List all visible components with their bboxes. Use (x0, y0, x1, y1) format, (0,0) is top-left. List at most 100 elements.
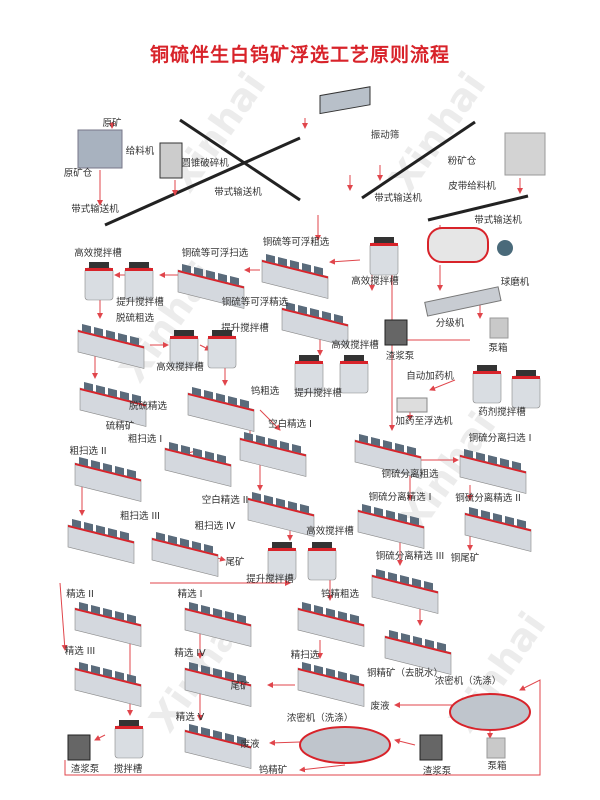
agitation-tank (114, 720, 144, 759)
flotation-cell (79, 381, 147, 427)
equipment-label: 圆锥破碎机 (181, 158, 229, 169)
equipment-label: 精选 V (175, 712, 205, 723)
equipment-label: 带式输送机 (374, 193, 422, 204)
equipment-label: 加药至浮选机 (395, 416, 453, 427)
equipment-label: 废液 (370, 701, 390, 712)
equipment-label: 球磨机 (500, 277, 530, 288)
belt-conveyors (104, 118, 529, 227)
agitation-tank (369, 237, 399, 276)
equipment-label: 提升搅拌槽 (294, 388, 342, 399)
equipment-label: 渣浆泵 (422, 766, 452, 777)
flotation-cell (74, 456, 142, 502)
equipment-label: 粗扫选 II (69, 446, 107, 457)
agitation-tank (339, 355, 369, 394)
flotation-cell (261, 253, 329, 299)
equipment-label: 皮带给料机 (448, 181, 496, 192)
equipment-label: 粗扫选 I (127, 434, 163, 445)
equipment-label: 提升搅拌槽 (221, 323, 269, 334)
equipment-label: 泵箱 (487, 761, 507, 772)
flow-arrow (269, 739, 301, 746)
equipment-label: 钨精矿 (258, 765, 288, 776)
flow-arrow (59, 582, 68, 651)
flotation-cell (281, 301, 349, 347)
diagram-title: 铜硫伴生白钨矿浮选工艺原则流程 (149, 44, 450, 66)
equipment-label: 高效搅拌槽 (74, 248, 122, 259)
flotation-cell (184, 601, 252, 647)
flotation-cell (384, 629, 452, 675)
vibrating-screen (319, 86, 371, 115)
agitation-tank (169, 330, 199, 369)
flow-arrow (394, 738, 416, 746)
equipment-label: 铜硫等可浮扫选 (181, 248, 249, 259)
equipment-label: 粗扫选 IV (194, 521, 236, 532)
flotation-cell (187, 386, 255, 432)
spiral-classifier (424, 286, 502, 317)
equipment-label: 药剂搅拌槽 (478, 407, 526, 418)
slurry-pump (419, 734, 443, 761)
agitation-tank (307, 542, 337, 581)
equipment-label: 铜硫分离精选 III (375, 551, 445, 562)
equipment-label: 原矿仓 (63, 168, 93, 179)
equipment-label: 带式输送机 (71, 204, 119, 215)
equipment-label: 渣浆泵 (385, 351, 415, 362)
flotation-cell (354, 433, 422, 479)
equipment-label: 自动加药机 (406, 371, 454, 382)
slurry-pump (384, 319, 408, 346)
equipment-label: 铜硫分离粗选 (381, 469, 439, 480)
cone-crusher (159, 142, 183, 179)
equipment-label: 高效搅拌槽 (351, 276, 399, 287)
equipment-label: 铜硫等可浮精选 (221, 297, 289, 308)
flotation-cell (239, 431, 307, 477)
flow-arrow (94, 734, 106, 741)
equipment-layer (67, 86, 546, 769)
agitation-tank (207, 330, 237, 369)
fine-ore-bin (504, 132, 546, 176)
equipment-label: 高效搅拌槽 (306, 526, 354, 537)
raw-ore-bin (77, 129, 123, 169)
flotation-cell (297, 661, 365, 707)
equipment-label: 提升搅拌槽 (116, 297, 164, 308)
equipment-label: 铜硫分离扫选 I (468, 433, 532, 444)
equipment-label: 空白精选 I (268, 419, 312, 430)
equipment-label: 带式输送机 (474, 215, 522, 226)
equipment-label: 精选 III (64, 646, 96, 657)
equipment-label: 钨精粗选 (320, 589, 360, 600)
equipment-label: 尾矿 (230, 681, 250, 692)
equipment-label: 尾矿 (225, 557, 245, 568)
flotation-cell (371, 568, 439, 614)
equipment-label: 提升搅拌槽 (246, 574, 294, 585)
flotation-cell (184, 723, 252, 769)
flow-arrow (429, 379, 456, 391)
equipment-label: 脱硫粗选 (115, 313, 155, 324)
ball-mill (427, 227, 489, 263)
equipment-label: 振动筛 (370, 130, 400, 141)
equipment-label: 铜精矿（去脱水） (366, 668, 444, 679)
flotation-cell (164, 441, 232, 487)
mill-motor (497, 240, 513, 256)
slurry-pump (67, 734, 91, 761)
equipment-label: 精选 II (66, 589, 94, 600)
agitation-tank (267, 542, 297, 581)
equipment-label: 铜硫等可浮粗选 (262, 237, 330, 248)
pump-box (489, 317, 509, 339)
equipment-label: 高效搅拌槽 (331, 340, 379, 351)
equipment-label: 精扫选 (290, 650, 320, 661)
flotation-cell (74, 661, 142, 707)
equipment-label: 铜尾矿 (450, 553, 480, 564)
equipment-label: 高效搅拌槽 (156, 362, 204, 373)
equipment-label: 浓密机（洗涤） (286, 713, 354, 724)
agitation-tank (472, 365, 502, 404)
flotation-cell (247, 491, 315, 537)
equipment-label: 硫精矿 (105, 421, 135, 432)
equipment-label: 浓密机（洗涤） (434, 676, 502, 687)
flotation-cell (464, 506, 532, 552)
equipment-label: 搅拌槽 (113, 764, 143, 775)
equipment-label: 渣浆泵 (70, 764, 100, 775)
flotation-cell (177, 263, 245, 309)
equipment-label: 原矿 (102, 118, 122, 129)
equipment-label: 钨粗选 (250, 386, 280, 397)
equipment-label: 给料机 (125, 146, 155, 157)
equipment-label: 泵箱 (488, 343, 508, 354)
